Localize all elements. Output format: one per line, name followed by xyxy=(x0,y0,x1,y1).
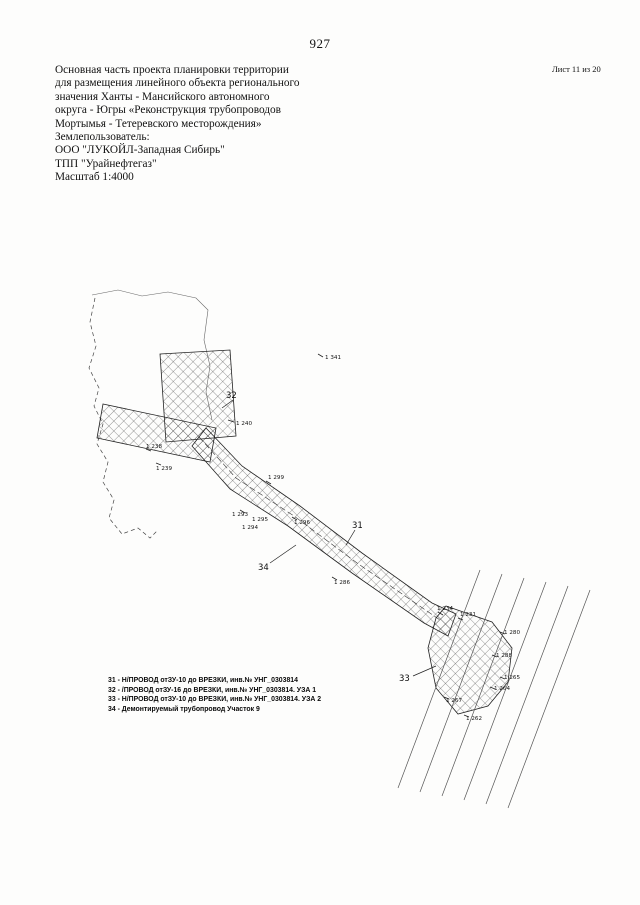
point-label: 1 238 xyxy=(146,444,162,450)
point-label: 1 234 xyxy=(437,606,453,612)
legend-item: 34 - Демонтируемый трубопровод Участок 9 xyxy=(108,705,260,713)
leader-lines xyxy=(221,399,437,677)
header-line: округа - Югры «Реконструкция трубопровод… xyxy=(55,104,282,117)
callout-31: 31 xyxy=(352,521,363,531)
header-line: Землепользователь: xyxy=(55,131,150,144)
page-number: 927 xyxy=(309,36,331,51)
pipeline-centerline xyxy=(198,436,441,621)
point-label: 1 240 xyxy=(236,421,252,427)
point-label: 1 341 xyxy=(325,355,341,361)
point-label: 1 265 xyxy=(504,675,520,681)
header-line: Мортымья - Тетеревского месторождения» xyxy=(55,117,262,130)
point-label: 1 239 xyxy=(156,466,172,472)
header-line: ООО "ЛУКОЙЛ-Западная Сибирь" xyxy=(55,144,225,157)
header-line: ТПП "Урайнефтегаз" xyxy=(55,157,157,170)
point-label: 1 262 xyxy=(466,716,482,722)
point-label: 1 264 xyxy=(494,686,510,692)
header-line: значения Ханты - Мансийского автономного xyxy=(55,90,270,103)
sheet-label: Лист 11 из 20 xyxy=(552,64,601,74)
legend-item: 32 - /ПРОВОД отЗУ-16 до ВРЕЗКИ, инв.№ УН… xyxy=(108,686,317,694)
survey-ticks xyxy=(145,353,506,718)
pipeline-corridor xyxy=(191,427,457,637)
point-label: 1 293 xyxy=(232,512,248,518)
point-label: 1 267 xyxy=(446,698,462,704)
point-label: 1 296 xyxy=(294,520,310,526)
title-block: Основная часть проекта планировки террит… xyxy=(55,64,305,185)
point-label: 1 288 xyxy=(496,653,512,659)
callout-34: 34 xyxy=(258,563,269,573)
header-line: Основная часть проекта планировки террит… xyxy=(55,64,289,76)
callout-32: 32 xyxy=(226,391,237,401)
point-label: 1 294 xyxy=(242,525,258,531)
legend: 31 - Н/ПРОВОД отЗУ-10 до ВРЕЗКИ, инв.№ У… xyxy=(108,676,388,714)
point-label: 1 295 xyxy=(252,517,268,523)
point-label: 1 231 xyxy=(460,612,476,618)
hatched-area-32 xyxy=(159,349,237,443)
point-label: 1 299 xyxy=(268,475,284,481)
parcel-boundary-dashed xyxy=(88,297,159,539)
header-line: для размещения линейного объекта региона… xyxy=(55,77,300,90)
callout-33: 33 xyxy=(399,674,410,684)
legend-item: 31 - Н/ПРОВОД отЗУ-10 до ВРЕЗКИ, инв.№ У… xyxy=(108,677,298,684)
header-line: Масштаб 1:4000 xyxy=(55,171,134,184)
point-label: 1 280 xyxy=(504,630,520,636)
legend-item: 33 - Н/ПРОВОД отЗУ-10 до ВРЕЗКИ, инв.№ У… xyxy=(108,696,322,703)
point-label: 1 286 xyxy=(334,580,350,586)
road-lines xyxy=(397,569,591,809)
